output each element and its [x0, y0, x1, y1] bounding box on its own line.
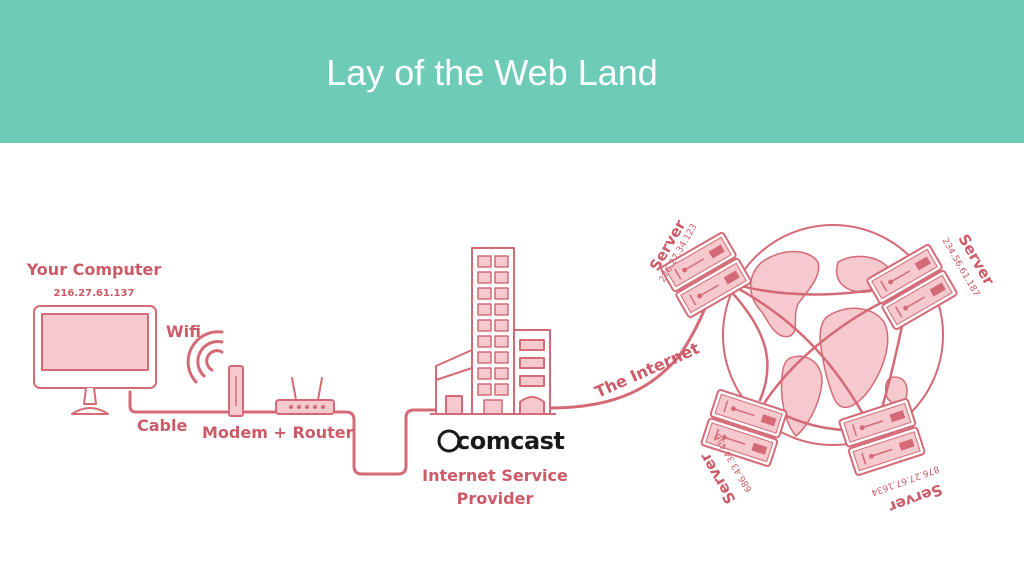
title-banner: Lay of the Web Land [0, 0, 1024, 143]
slide-title: Lay of the Web Land [326, 52, 658, 93]
comcast-logo-text: comcast [456, 427, 564, 455]
isp-building-icon [430, 247, 556, 415]
cable-line [128, 390, 234, 414]
computer-ip: 216.27.61.137 [54, 288, 135, 299]
router-icon [275, 377, 335, 415]
wifi-icon [186, 330, 224, 384]
monitor-base [71, 407, 109, 415]
wifi-label: Wifi [166, 322, 201, 341]
isp-label-line1: Internet Service [422, 466, 568, 485]
modem-router-label: Modem + Router [202, 423, 354, 442]
internet-label: The Internet [592, 338, 703, 401]
monitor-screen [41, 313, 149, 371]
cable-label: Cable [137, 416, 187, 435]
continent-south-america [780, 355, 823, 437]
computer-icon [33, 305, 157, 415]
isp-label-line2: Provider [457, 489, 534, 508]
comcast-logo: comcast [437, 427, 565, 455]
router-isp-cable [332, 408, 438, 476]
continent-africa [819, 307, 889, 408]
computer-label: Your Computer [26, 260, 162, 279]
monitor-stand [83, 387, 97, 405]
modem-icon [228, 365, 244, 417]
